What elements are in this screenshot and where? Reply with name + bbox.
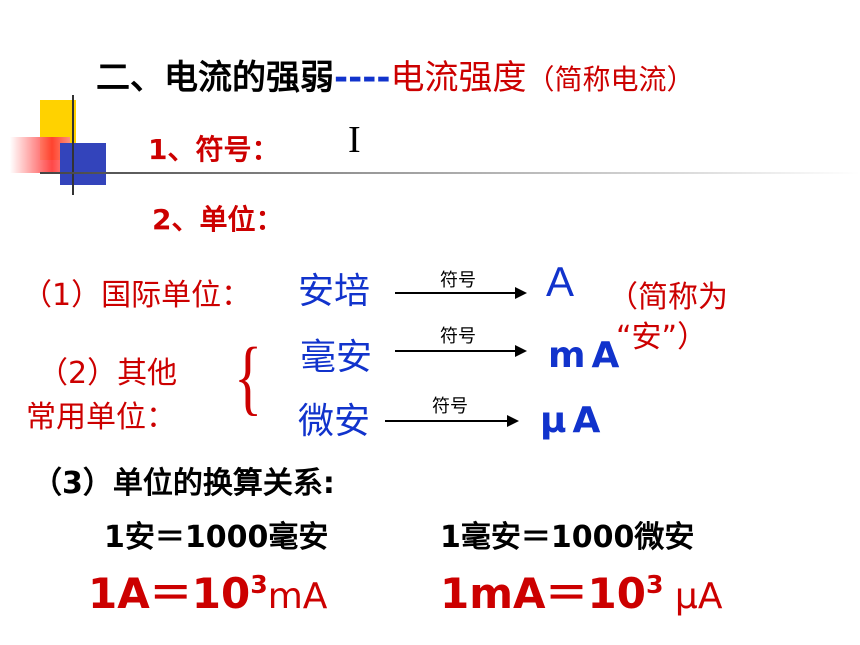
item1-label: 1、符号： xyxy=(148,133,280,166)
conversion-eq2: 1毫安＝1000微安 xyxy=(440,520,695,555)
conversion-label: （3）单位的换算关系: xyxy=(32,466,335,501)
brace: { xyxy=(234,331,263,424)
micro-arrow-text: 符号 xyxy=(432,396,468,417)
page-title: 二、电流的强弱----电流强度（简称电流） xyxy=(96,50,694,99)
intl-arrow-head xyxy=(515,287,527,299)
formula-1-unit: mA xyxy=(267,576,328,617)
formula-2-eq: ＝10 xyxy=(545,569,646,618)
micro-name: 微安 xyxy=(298,401,371,442)
intl-arrow-text: 符号 xyxy=(440,270,476,291)
formula-1: 1A＝103mA xyxy=(88,560,327,621)
intl-unit-name: 安培 xyxy=(298,271,371,312)
other-unit-label-line2: 常用单位： xyxy=(26,400,176,435)
title-part1: 二、电流的强弱 xyxy=(96,58,334,98)
micro-arrow-line xyxy=(385,420,507,422)
formula-1-eq: ＝10 xyxy=(149,569,251,618)
horizontal-rule xyxy=(40,172,860,174)
item1-symbol: I xyxy=(348,119,361,161)
formula-2-left: 1mA xyxy=(440,569,546,618)
blue-square xyxy=(60,143,106,185)
milli-arrow-text: 符号 xyxy=(440,326,476,347)
milli-symbol: mA xyxy=(548,335,626,376)
intl-arrow-line xyxy=(395,292,515,294)
milli-arrow-line xyxy=(395,350,515,352)
intl-unit-label: （1）国际单位： xyxy=(22,278,252,313)
title-part3: （简称电流） xyxy=(526,63,695,96)
formula-2: 1mA＝103 μA xyxy=(440,560,722,621)
milli-name: 毫安 xyxy=(300,337,373,378)
formula-2-unit: μA xyxy=(663,576,723,617)
item2-label: 2、单位： xyxy=(152,203,284,236)
vertical-line xyxy=(72,95,74,195)
title-dashes: ---- xyxy=(334,58,391,98)
conversion-eq1: 1安＝1000毫安 xyxy=(104,520,329,555)
intl-unit-symbol: A xyxy=(546,258,575,305)
other-unit-label-line1: （2）其他 xyxy=(38,356,178,391)
formula-2-exp: 3 xyxy=(645,570,664,599)
corner-decoration xyxy=(0,95,120,195)
formula-1-exp: 3 xyxy=(250,570,268,599)
intl-note-line2: “安”） xyxy=(616,320,708,355)
milli-arrow-head xyxy=(515,345,527,357)
micro-arrow-head xyxy=(507,415,519,427)
title-part2: 电流强度 xyxy=(390,58,527,98)
formula-1-left: 1A xyxy=(88,569,150,618)
micro-symbol: μA xyxy=(540,400,607,441)
intl-note-line1: （简称为 xyxy=(608,280,728,315)
